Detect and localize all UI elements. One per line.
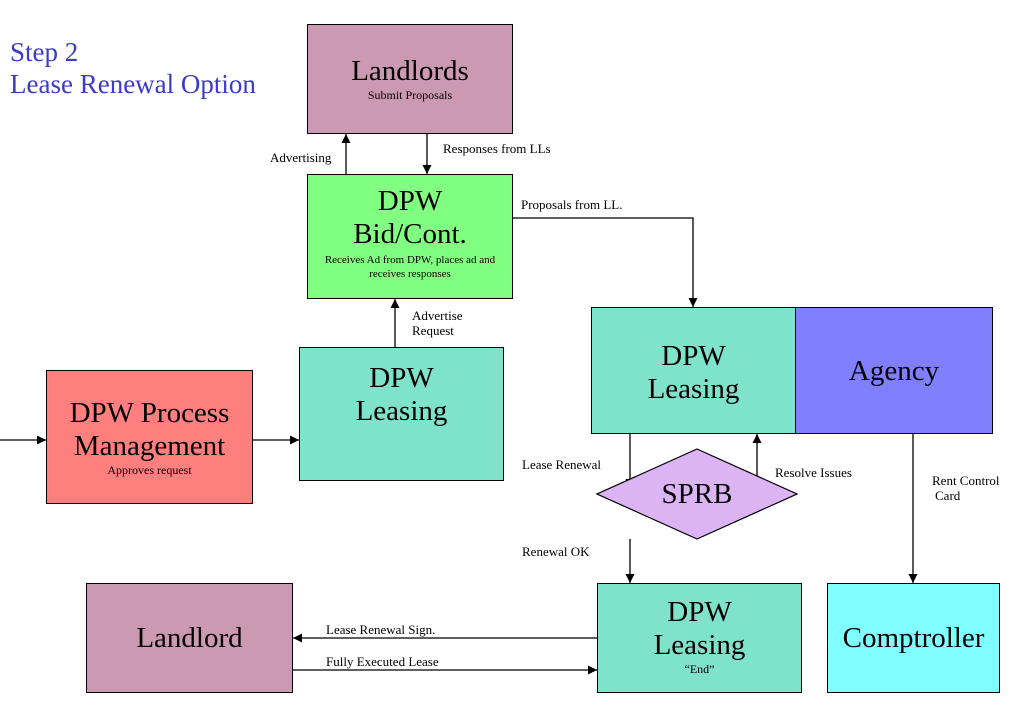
landlords-node: Landlords Submit Proposals [307, 24, 513, 134]
leasing-end-subtitle: “End” [684, 662, 715, 676]
label-rent-control-line-1: Rent Control [932, 473, 1000, 488]
title-line-1: Step 2 [10, 37, 79, 67]
process-subtitle: Approves request [107, 463, 192, 477]
leasing-end-node: DPW Leasing “End” [597, 583, 802, 693]
leasing-middle-title-line-1: DPW [369, 362, 434, 394]
title-line-2: Lease Renewal Option [10, 69, 256, 99]
leasing-end-title-line-2: Leasing [653, 629, 746, 661]
label-lease-renewal: Lease Renewal [522, 457, 602, 472]
label-rent-control-line-2: Card [935, 488, 961, 503]
process-management-node: DPW Process Management Approves request [46, 370, 253, 504]
label-fully-executed-lease: Fully Executed Lease [326, 654, 439, 669]
label-renewal-ok: Renewal OK [522, 544, 590, 559]
bid-cont-node: DPW Bid/Cont. Receives Ad from DPW, plac… [307, 174, 513, 299]
landlord-bottom-node: Landlord [86, 583, 293, 693]
landlords-title: Landlords [351, 55, 469, 87]
leasing-end-title-line-1: DPW [667, 596, 732, 628]
label-resolve-issues: Resolve Issues [775, 465, 852, 480]
comptroller-title: Comptroller [842, 622, 985, 654]
agency-title: Agency [848, 355, 940, 387]
label-proposals-from-ll: Proposals from LL. [521, 197, 623, 212]
label-responses-from-lls: Responses from LLs [443, 141, 551, 156]
edge-proposals [513, 217, 698, 307]
label-advertise-request: Advertise Request [412, 308, 463, 338]
label-advertise-request-line-1: Advertise [412, 308, 463, 323]
agency-node: Agency [795, 307, 993, 434]
label-lease-renewal-sign: Lease Renewal Sign. [326, 622, 436, 637]
leasing-right-title-line-2: Leasing [647, 373, 740, 405]
leasing-middle-title-line-2: Leasing [355, 395, 448, 427]
process-title-line-2: Management [73, 430, 226, 462]
bid-cont-title-line-2: Bid/Cont. [353, 218, 467, 250]
leasing-right-node: DPW Leasing [591, 307, 796, 434]
sprb-node [596, 448, 798, 540]
label-rent-control-card: Rent Control Card [932, 473, 1000, 503]
bid-cont-title-line-1: DPW [377, 185, 443, 217]
bid-cont-subtitle: Receives Ad from DPW, places ad and rece… [324, 254, 496, 280]
leasing-right-title-line-1: DPW [661, 340, 726, 372]
leasing-middle-node: DPW Leasing [299, 347, 504, 481]
landlords-subtitle: Submit Proposals [367, 88, 453, 102]
sprb-title: SPRB [661, 478, 733, 510]
diagram-title: Step 2 Lease Renewal Option [10, 36, 256, 100]
label-advertise-request-line-2: Request [412, 323, 454, 338]
label-advertising: Advertising [270, 150, 332, 165]
landlord-bottom-title: Landlord [136, 622, 243, 654]
comptroller-node: Comptroller [827, 583, 1000, 693]
process-title-line-1: DPW Process [69, 397, 230, 429]
